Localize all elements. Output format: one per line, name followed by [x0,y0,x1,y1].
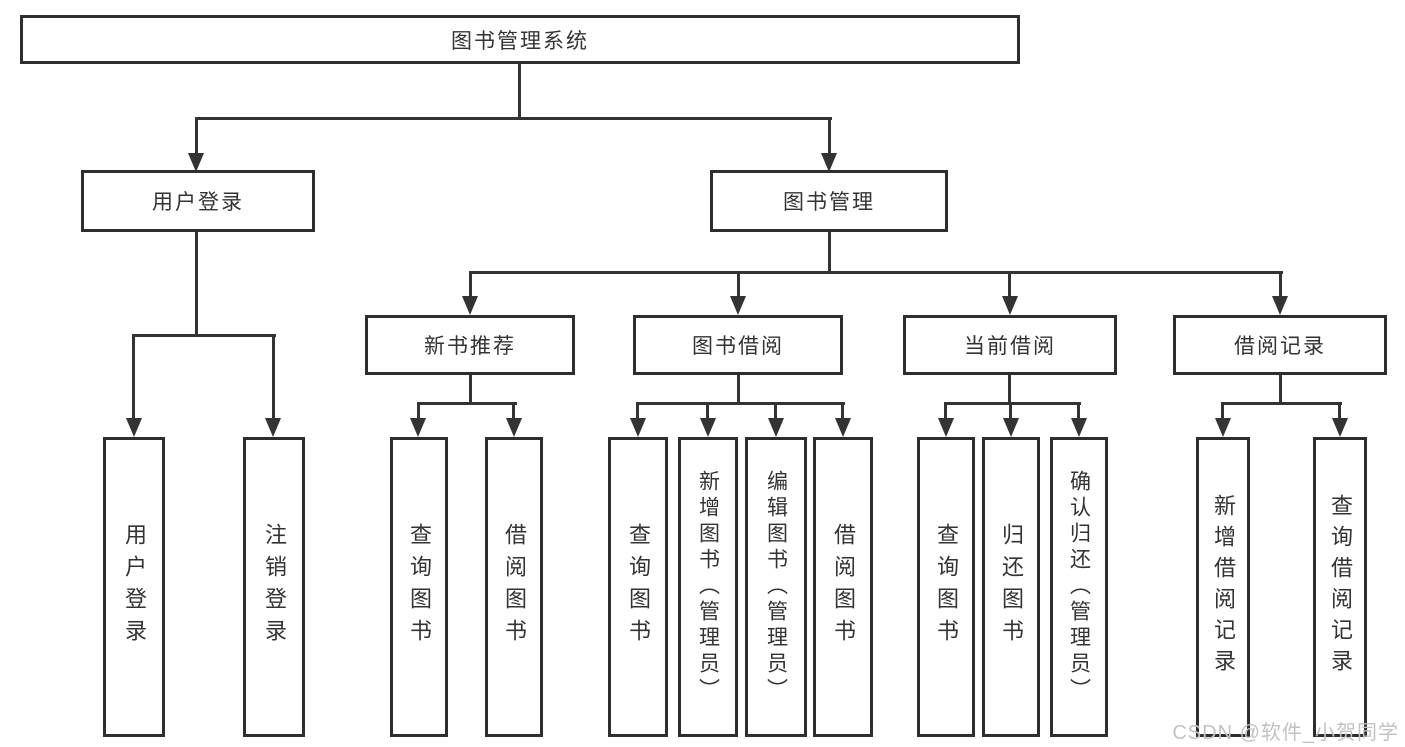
node-user-login: 用户登录 [81,170,315,232]
arrowhead-down-icon [1215,418,1231,437]
node-label: 图书管理 [783,191,875,214]
arrowhead-down-icon [730,296,746,315]
node-label: 新增借阅记录 [1211,494,1236,680]
arrowhead-down-icon [462,296,478,315]
connector-line [417,402,517,405]
node-leaf-add-book-admin: 新增图书（管理员） [678,437,738,737]
node-label: 用户登录 [152,191,244,214]
node-label: 确认归还（管理员） [1067,470,1091,704]
connector-line [272,334,275,420]
node-label: 新增图书（管理员） [696,470,720,704]
connector-line [706,402,709,420]
arrowhead-down-icon [506,418,522,437]
connector-line [1008,375,1011,405]
arrowhead-down-icon [126,418,142,437]
connector-line [944,402,1081,405]
connector-line [828,117,831,155]
node-label: 图书管理系统 [451,29,589,53]
connector-line [469,375,472,405]
node-label: 新书推荐 [424,335,516,358]
connector-line [417,402,420,420]
node-leaf-borrow-books-recommend: 借阅图书 [485,437,543,737]
arrowhead-down-icon [1071,418,1087,437]
connector-line [841,402,844,420]
connector-line [469,271,1283,274]
connector-line [195,232,198,337]
connector-line [512,402,515,420]
node-label: 用户登录 [122,523,147,651]
node-label: 借阅图书 [831,523,856,651]
arrowhead-down-icon [1332,418,1348,437]
arrowhead-down-icon [1272,296,1288,315]
node-root: 图书管理系统 [20,15,1020,64]
node-leaf-borrow-books: 借阅图书 [813,437,873,737]
node-leaf-user-login: 用户登录 [103,437,165,737]
node-leaf-query-books-borrow: 查询图书 [608,437,668,737]
connector-line [132,334,135,420]
node-label: 查询图书 [626,523,651,651]
connector-line [1009,402,1012,420]
node-leaf-edit-book-admin: 编辑图书（管理员） [745,437,807,737]
node-label: 查询图书 [934,523,959,651]
node-book-borrow: 图书借阅 [633,315,843,375]
arrowhead-down-icon [630,418,646,437]
connector-line [469,271,472,299]
node-label: 查询借阅记录 [1328,494,1353,680]
node-leaf-query-books-current: 查询图书 [917,437,975,737]
node-label: 图书借阅 [692,335,784,358]
arrowhead-down-icon [835,418,851,437]
node-label: 借阅图书 [502,523,527,651]
connector-line [636,402,639,420]
node-leaf-return-books: 归还图书 [982,437,1040,737]
node-current-borrow: 当前借阅 [903,315,1117,375]
connector-line [196,117,832,120]
connector-line [636,402,845,405]
node-leaf-confirm-return-admin: 确认归还（管理员） [1050,437,1108,737]
arrowhead-down-icon [938,418,954,437]
connector-line [1008,271,1011,299]
node-label: 编辑图书（管理员） [764,470,788,704]
node-book-management: 图书管理 [710,170,948,232]
node-borrow-records: 借阅记录 [1173,315,1387,375]
connector-line [828,232,831,274]
node-leaf-logout: 注销登录 [243,437,305,737]
arrowhead-down-icon [188,153,204,172]
connector-line [737,375,740,405]
arrowhead-down-icon [1003,418,1019,437]
connector-line [195,117,198,155]
watermark: CSDN @软件_小贺同学 [1172,722,1399,744]
node-leaf-query-borrow-record: 查询借阅记录 [1313,437,1367,737]
arrowhead-down-icon [1002,296,1018,315]
arrowhead-down-icon [821,153,837,172]
connector-line [1221,402,1342,405]
connector-line [1077,402,1080,420]
connector-line [1279,375,1282,405]
node-label: 注销登录 [262,523,287,651]
connector-line [1221,402,1224,420]
node-label: 归还图书 [999,523,1024,651]
connector-line [774,402,777,420]
node-leaf-query-books-recommend: 查询图书 [390,437,448,737]
node-label: 借阅记录 [1234,335,1326,358]
node-new-book-recommend: 新书推荐 [365,315,575,375]
arrowhead-down-icon [768,418,784,437]
connector-line [944,402,947,420]
connector-line [1279,271,1282,299]
node-leaf-add-borrow-record: 新增借阅记录 [1196,437,1250,737]
node-label: 查询图书 [407,523,432,651]
arrowhead-down-icon [265,418,281,437]
arrowhead-down-icon [700,418,716,437]
connector-line [1338,402,1341,420]
connector-line [737,271,740,299]
connector-line [133,334,276,337]
node-label: 当前借阅 [964,335,1056,358]
arrowhead-down-icon [410,418,426,437]
connector-line [518,64,521,120]
